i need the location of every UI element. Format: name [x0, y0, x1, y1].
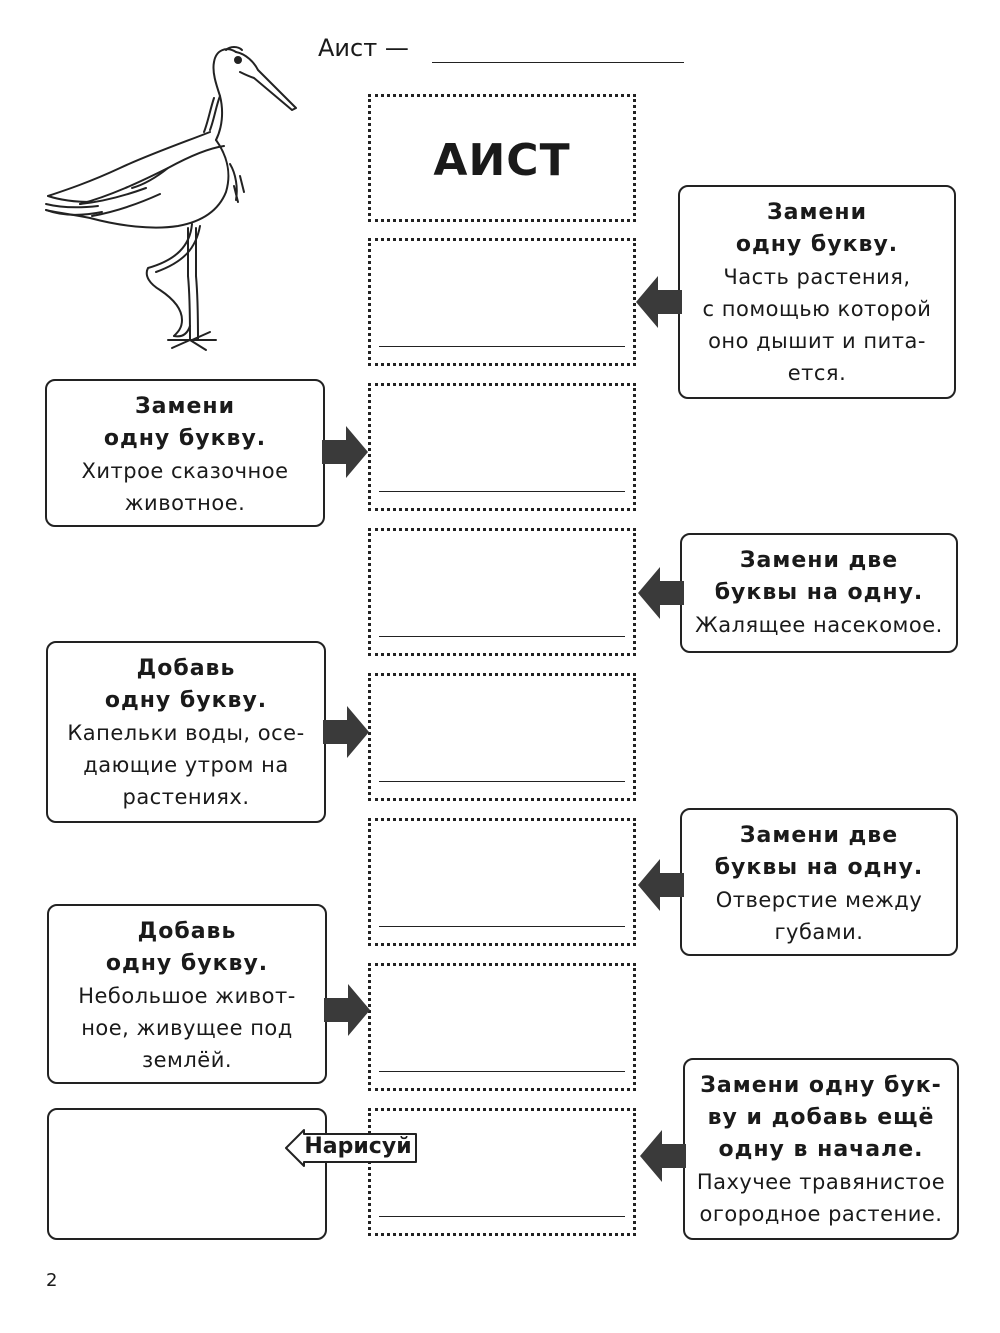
clue-text: Часть растения, с помощью которой оно ды… — [702, 265, 932, 385]
arrow-left-icon — [636, 276, 682, 328]
clue-heading: Замени одну бук- ву и добавь ещё одну в … — [700, 1073, 942, 1162]
arrow-left-icon — [638, 567, 684, 619]
clue-box-4: Добавь одну букву. Капельки воды, осе- д… — [46, 641, 326, 823]
answer-line[interactable] — [379, 1071, 625, 1072]
clue-text: Капельки воды, осе- дающие утром на раст… — [67, 721, 305, 809]
answer-line[interactable] — [379, 781, 625, 782]
draw-arrow-tag: Нарисуй — [284, 1128, 418, 1168]
answer-label: Аист — — [318, 34, 409, 62]
word-cell-6[interactable] — [368, 963, 636, 1091]
drawing-box[interactable] — [47, 1108, 327, 1240]
answer-line[interactable] — [379, 636, 625, 637]
arrow-right-icon — [324, 984, 370, 1036]
answer-line[interactable] — [379, 1216, 625, 1217]
clue-heading: Добавь одну букву. — [105, 919, 269, 976]
word-cell-1[interactable] — [368, 238, 636, 366]
answer-line[interactable] — [432, 62, 684, 63]
start-word: АИСТ — [433, 135, 571, 186]
clue-text: Пахучее травянистое огородное растение. — [696, 1170, 946, 1226]
clue-box-7: Замени одну бук- ву и добавь ещё одну в … — [683, 1058, 959, 1240]
draw-label: Нарисуй — [304, 1134, 412, 1159]
clue-heading: Замени одну букву. — [103, 394, 267, 451]
stork-illustration — [45, 46, 297, 351]
clue-text: Отверстие между губами. — [715, 888, 923, 944]
clue-heading: Замени одну букву. — [735, 200, 899, 257]
clue-text: Жалящее насекомое. — [695, 613, 943, 637]
clue-box-6: Добавь одну букву. Небольшое живот- ное,… — [47, 904, 327, 1084]
arrow-right-icon — [322, 426, 368, 478]
clue-box-1: Замени одну букву. Часть растения, с пом… — [678, 185, 956, 399]
answer-line[interactable] — [379, 491, 625, 492]
answer-line[interactable] — [379, 346, 625, 347]
arrow-right-icon — [323, 706, 369, 758]
clue-heading: Замени две буквы на одну. — [714, 823, 924, 880]
clue-text: Небольшое живот- ное, живущее под землёй… — [78, 984, 296, 1072]
word-cell-7[interactable] — [368, 1108, 636, 1236]
clue-box-3: Замени две буквы на одну. Жалящее насеко… — [680, 533, 958, 653]
page-number: 2 — [46, 1270, 58, 1291]
clue-heading: Добавь одну букву. — [104, 656, 268, 713]
answer-line[interactable] — [379, 926, 625, 927]
arrow-left-icon — [640, 1130, 686, 1182]
word-cell-start: АИСТ — [368, 94, 636, 222]
clue-box-2: Замени одну букву. Хитрое сказочное живо… — [45, 379, 325, 527]
arrow-left-icon — [638, 859, 684, 911]
clue-box-5: Замени две буквы на одну. Отверстие межд… — [680, 808, 958, 956]
word-cell-3[interactable] — [368, 528, 636, 656]
word-cell-4[interactable] — [368, 673, 636, 801]
word-cell-2[interactable] — [368, 383, 636, 511]
word-cell-5[interactable] — [368, 818, 636, 946]
clue-heading: Замени две буквы на одну. — [714, 548, 924, 605]
clue-text: Хитрое сказочное животное. — [81, 459, 289, 515]
